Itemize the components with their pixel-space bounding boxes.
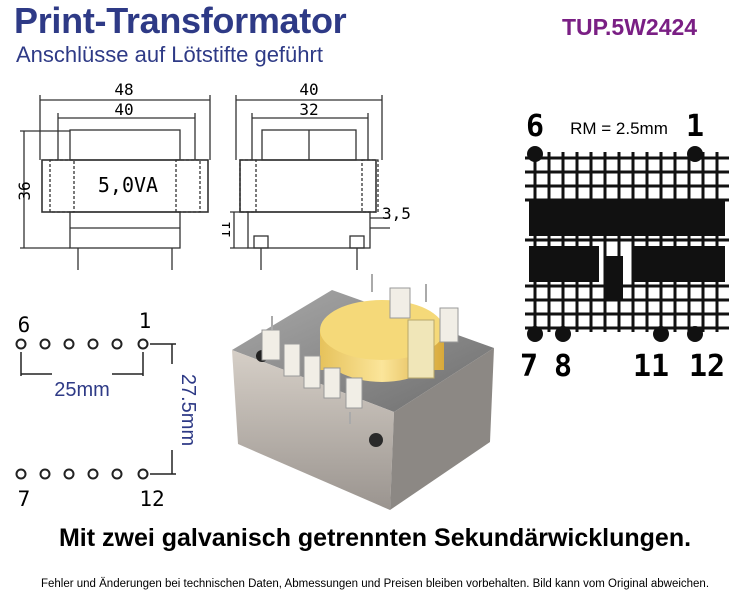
front-width-inner: 40 — [114, 100, 133, 119]
pin-label-1: 1 — [139, 309, 152, 333]
pin-label-7: 7 — [18, 487, 31, 511]
front-view-drawing: 48 40 36 5,0VA — [15, 80, 211, 270]
schematic-pin-6: 6 — [526, 109, 544, 144]
front-height: 36 — [15, 181, 34, 200]
disclaimer-text: Fehler und Änderungen bei technischen Da… — [40, 578, 710, 590]
pin-label-6: 6 — [18, 313, 31, 337]
side-view-drawing: 40 32 3,5 11 — [222, 80, 411, 270]
feature-headline: Mit zwei galvanisch getrennten Sekundärw… — [58, 524, 692, 552]
schematic-pin-12: 12 — [689, 349, 725, 384]
transformer-photo — [232, 274, 494, 510]
horizontal-spacing: 25mm — [54, 379, 110, 401]
power-rating: 5,0VA — [98, 173, 158, 197]
schematic-pin-11: 11 — [633, 349, 669, 384]
pin-layout-drawing: 6 1 25mm 27.5mm 7 12 — [15, 309, 199, 511]
schematic-pin-7: 7 — [520, 349, 538, 384]
side-width-inner: 32 — [299, 100, 318, 119]
pin-label-12: 12 — [139, 487, 164, 511]
page-title: Print-Transformator — [14, 0, 347, 41]
grid-spacing-label: RM = 2.5mm — [570, 119, 668, 138]
side-base-height: 11 — [222, 222, 234, 239]
schematic-pin-1: 1 — [686, 109, 704, 144]
schematic-pin-8: 8 — [554, 349, 572, 384]
front-width-outer: 48 — [114, 80, 133, 99]
side-width-outer: 40 — [299, 80, 318, 99]
article-number: TUP.5W2424 — [562, 14, 698, 40]
vertical-spacing: 27.5mm — [177, 374, 199, 446]
side-pin-length: 3,5 — [382, 204, 411, 223]
page-subtitle: Anschlüsse auf Lötstifte geführt — [16, 42, 323, 67]
grid-schematic: 6 RM = 2.5mm 1 7 8 11 12 — [520, 109, 729, 384]
